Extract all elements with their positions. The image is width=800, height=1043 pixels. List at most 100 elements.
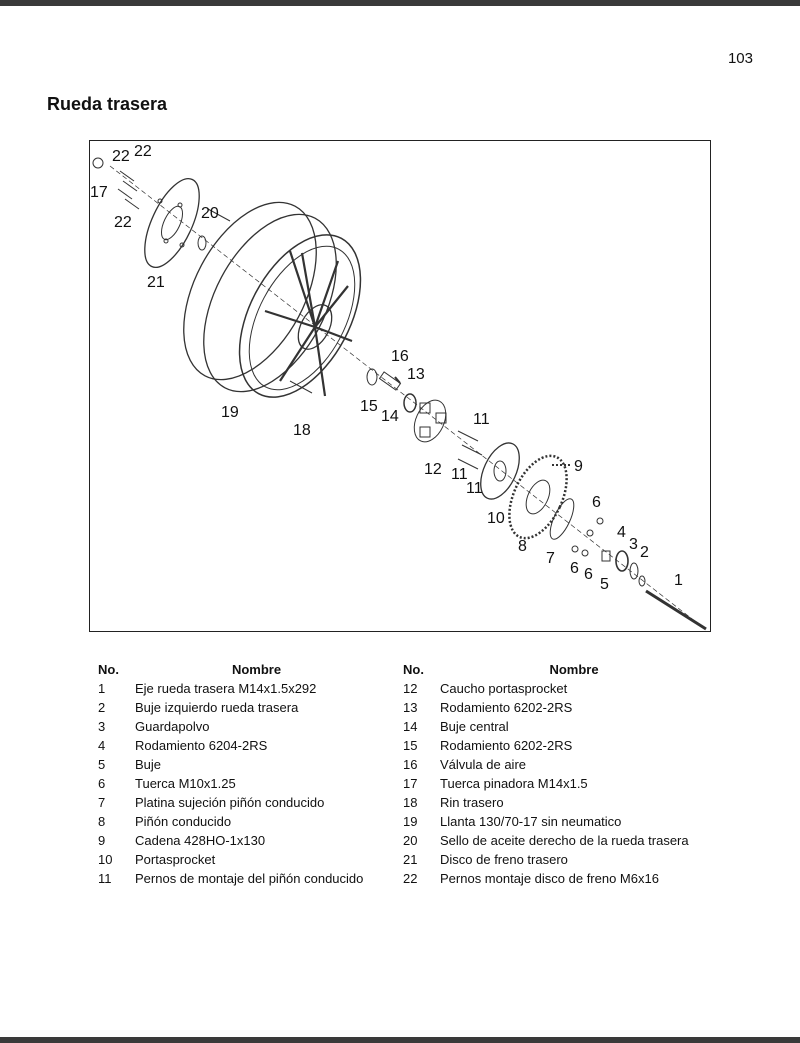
callout-5: 5 <box>600 576 609 593</box>
part-number: 5 <box>98 757 106 772</box>
brake-disc-drawing <box>144 178 200 268</box>
callout-22: 22 <box>112 148 130 165</box>
part-name: Buje central <box>440 719 509 734</box>
table-row: 11 Pernos de montaje del piñón conducido <box>88 871 378 890</box>
part-name: Pernos montaje disco de freno M6x16 <box>440 871 659 886</box>
part-number: 7 <box>98 795 106 810</box>
part-name: Tuerca M10x1.25 <box>135 776 236 791</box>
part-number: 22 <box>403 871 418 886</box>
nut-17-drawing <box>92 157 104 169</box>
callout-labels: 1 2 3 4 5 6 6 6 7 8 9 10 11 11 11 12 13 … <box>90 143 683 593</box>
table-row: 12 Caucho portasprocket <box>393 681 708 700</box>
callout-12: 12 <box>424 461 442 478</box>
table-header-row: No. Nombre <box>88 660 378 681</box>
sprocket-carrier-drawing <box>480 442 520 500</box>
callout-9: 9 <box>574 458 583 475</box>
part-name: Válvula de aire <box>440 757 526 772</box>
part-number: 16 <box>403 757 418 772</box>
part-name: Caucho portasprocket <box>440 681 568 696</box>
exploded-diagram-frame: 1 2 3 4 5 6 6 6 7 8 9 10 11 11 11 12 13 … <box>89 140 711 632</box>
table-row: 14 Buje central <box>393 719 708 738</box>
table-row: 21 Disco de freno trasero <box>393 852 708 871</box>
part-name: Buje <box>135 757 162 772</box>
part-name: Disco de freno trasero <box>440 852 568 867</box>
part-name: Rodamiento 6202-2RS <box>440 700 573 715</box>
part-number: 14 <box>403 719 418 734</box>
part-name: Rin trasero <box>440 795 504 810</box>
callout-15: 15 <box>360 398 378 415</box>
callout-21: 21 <box>147 274 165 291</box>
table-row: 18 Rin trasero <box>393 795 708 814</box>
carrier-bolts-drawing <box>457 430 483 470</box>
part-number: 21 <box>403 852 418 867</box>
bottom-edge-bar <box>0 1037 800 1043</box>
table-row: 3 Guardapolvo <box>88 719 378 738</box>
hub-bearings-drawing <box>366 368 417 413</box>
column-header-no: No. <box>403 661 424 677</box>
table-row: 22 Pernos montaje disco de freno M6x16 <box>393 871 708 890</box>
column-header-no: No. <box>98 661 119 677</box>
table-row: 15 Rodamiento 6202-2RS <box>393 738 708 757</box>
top-edge-bar <box>0 0 800 6</box>
part-number: 10 <box>98 852 113 867</box>
part-number: 2 <box>98 700 106 715</box>
part-number: 17 <box>403 776 418 791</box>
part-name: Tuerca pinadora M14x1.5 <box>440 776 588 791</box>
part-number: 8 <box>98 814 106 829</box>
axle-centerline <box>109 165 706 630</box>
section-title: Rueda trasera <box>47 94 168 114</box>
part-name: Rodamiento 6202-2RS <box>440 738 573 753</box>
part-number: 13 <box>403 700 418 715</box>
table-header-row: No. Nombre <box>393 660 708 681</box>
rim-drawing <box>238 234 362 398</box>
callout-3: 3 <box>629 536 638 553</box>
table-row: 17 Tuerca pinadora M14x1.5 <box>393 776 708 795</box>
callout-2: 2 <box>640 544 649 561</box>
column-header-name: Nombre <box>549 661 599 677</box>
part-name: Pernos de montaje del piñón conducido <box>135 871 364 886</box>
part-name: Guardapolvo <box>135 719 210 734</box>
callout-6: 6 <box>584 566 593 583</box>
callout-7: 7 <box>546 550 555 567</box>
part-number: 19 <box>403 814 418 829</box>
rear-wheel-exploded-diagram: 1 2 3 4 5 6 6 6 7 8 9 10 11 11 11 12 13 … <box>90 143 707 631</box>
part-name: Piñón conducido <box>135 814 232 829</box>
callout-4: 4 <box>617 524 626 541</box>
part-number: 11 <box>98 871 112 886</box>
callout-1: 1 <box>674 572 683 589</box>
callout-22: 22 <box>134 143 152 160</box>
part-number: 20 <box>403 833 418 848</box>
sprocket-drawing <box>508 454 568 540</box>
part-name: Buje izquierdo rueda trasera <box>135 700 299 715</box>
part-name: Portasprocket <box>135 852 216 867</box>
callout-18: 18 <box>293 422 311 439</box>
callout-22: 22 <box>114 214 132 231</box>
part-number: 6 <box>98 776 106 791</box>
part-number: 12 <box>403 681 418 696</box>
table-row: 16 Válvula de aire <box>393 757 708 776</box>
callout-8: 8 <box>518 538 527 555</box>
rubber-damper-drawing <box>413 399 447 443</box>
callout-19: 19 <box>221 404 239 421</box>
callout-11: 11 <box>473 411 490 428</box>
callout-6: 6 <box>570 560 579 577</box>
part-number: 3 <box>98 719 106 734</box>
table-row: 6 Tuerca M10x1.25 <box>88 776 378 795</box>
sprocket-plate-and-nuts-drawing <box>549 498 604 557</box>
table-row: 5 Buje <box>88 757 378 776</box>
part-number: 18 <box>403 795 418 810</box>
callout-17: 17 <box>90 184 108 201</box>
table-row: 2 Buje izquierdo rueda trasera <box>88 700 378 719</box>
part-name: Rodamiento 6204-2RS <box>135 738 268 753</box>
part-number: 9 <box>98 833 106 848</box>
table-row: 10 Portasprocket <box>88 852 378 871</box>
part-number: 15 <box>403 738 418 753</box>
disc-bolts-drawing <box>117 170 140 210</box>
part-name: Platina sujeción piñón conducido <box>135 795 325 810</box>
